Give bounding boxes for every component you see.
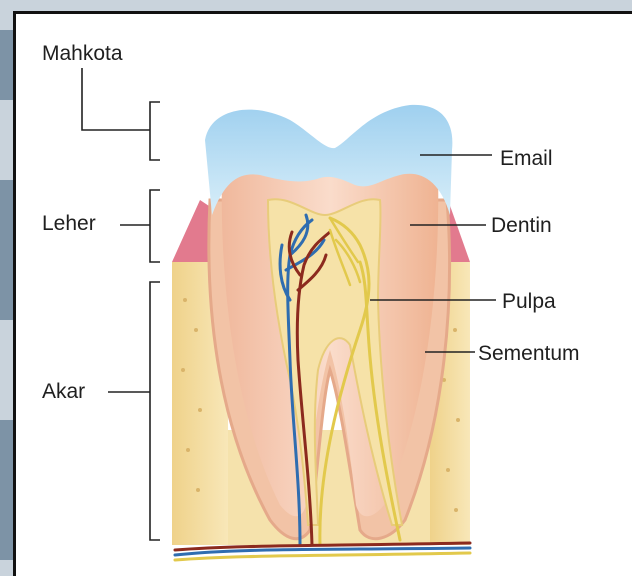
label-sementum: Sementum xyxy=(478,342,580,365)
label-pulpa: Pulpa xyxy=(502,290,556,313)
brackets xyxy=(82,68,160,540)
label-dentin: Dentin xyxy=(491,214,552,237)
label-akar: Akar xyxy=(42,380,85,403)
label-mahkota: Mahkota xyxy=(42,42,123,65)
label-leher: Leher xyxy=(42,212,96,235)
label-email: Email xyxy=(500,147,553,170)
